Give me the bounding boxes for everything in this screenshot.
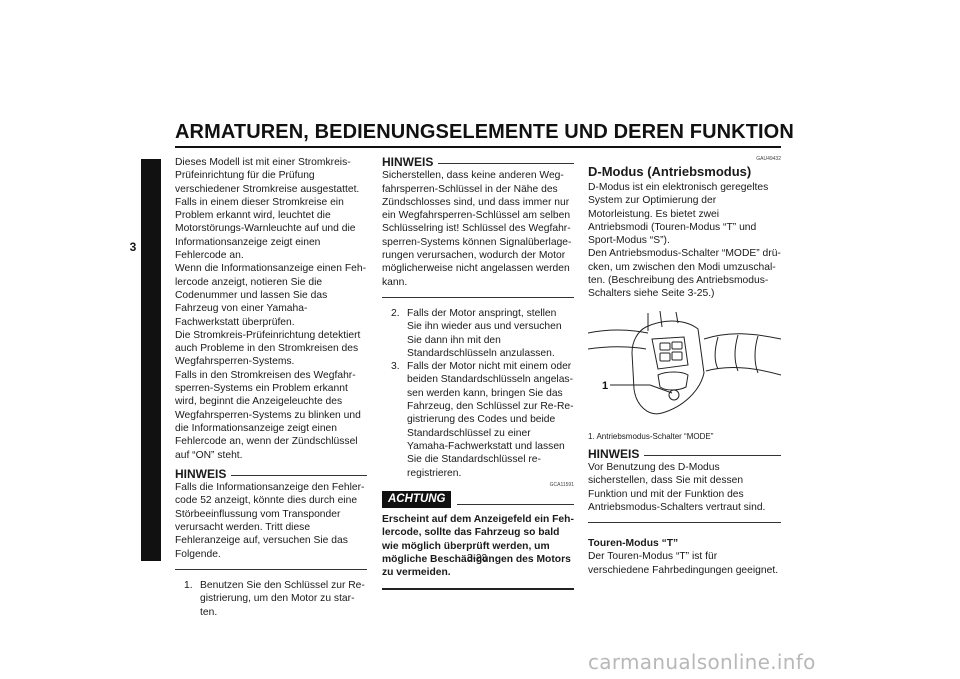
page-header-title: ARMATUREN, BEDIENUNGSELEMENTE UND DEREN … xyxy=(175,121,794,143)
separator xyxy=(588,522,781,524)
paragraph: Falls in den Stromkreisen des Wegfahr­sp… xyxy=(175,369,361,461)
column-3: GAU49432 D-Modus (Antriebsmodus) D-Modus… xyxy=(587,156,782,577)
steps-list: 2. Falls der Motor anspringt, stellen Si… xyxy=(382,307,574,480)
heading-rule xyxy=(457,503,574,505)
section-title: D-Modus (Antriebsmodus) xyxy=(588,164,752,179)
intro-paragraph: Dieses Modell ist mit einer Stromkreis-P… xyxy=(175,157,360,262)
header-rule xyxy=(175,146,781,148)
paragraph: Der Touren-Modus “T” ist für verschieden… xyxy=(588,551,779,576)
paragraph: D-Modus ist ein elektronisch geregeltes … xyxy=(588,182,769,247)
hinweis-heading: HINWEIS xyxy=(382,155,574,169)
paragraph: Den Antriebsmodus-Schalter “MODE” drü­ck… xyxy=(588,248,781,300)
step-number: 1. xyxy=(184,579,193,591)
separator xyxy=(382,296,574,298)
handlebar-switch-illustration: 1 xyxy=(587,310,782,414)
step-number: 2. xyxy=(391,307,400,319)
achtung-heading: ACHTUNG xyxy=(382,490,574,509)
step-text: Benutzen Sie den Schlüssel zur Re­gistri… xyxy=(200,579,365,618)
hinweis-label: HINWEIS xyxy=(588,446,640,461)
achtung-label: ACHTUNG xyxy=(382,490,451,509)
list-item: 3. Falls der Motor nicht mit einem oder … xyxy=(382,360,574,480)
hinweis-label: HINWEIS xyxy=(175,466,227,481)
list-item: 2. Falls der Motor anspringt, stellen Si… xyxy=(382,307,574,360)
chapter-tab xyxy=(141,159,161,561)
subsection-title: Touren-Modus “T” xyxy=(588,538,679,550)
page-number: 3-23 xyxy=(467,553,488,564)
watermark: carmanualsonline.info xyxy=(588,650,816,674)
heading-rule xyxy=(644,454,781,456)
mode-switch-figure: 1 xyxy=(587,309,782,428)
step-text: Falls der Motor nicht mit einem oder bei… xyxy=(407,361,574,479)
heading-rule xyxy=(231,474,367,476)
separator xyxy=(382,587,574,590)
achtung-text: Erscheint auf dem Anzeigefeld ein Feh­le… xyxy=(382,514,574,579)
hinweis-label: HINWEIS xyxy=(382,155,434,169)
hinweis-text: Vor Benutzung des D-Modus sicherstellen,… xyxy=(588,461,766,513)
hinweis-text: Sicherstellen, dass keine anderen Weg­fa… xyxy=(382,170,572,288)
steps-list: 1. Benutzen Sie den Schlüssel zur Re­gis… xyxy=(175,579,367,619)
column-1: Dieses Modell ist mit einer Stromkreis-P… xyxy=(175,156,367,619)
hinweis-heading: HINWEIS xyxy=(588,446,781,461)
hinweis-text: Falls die Informationsanzeige den Fehler… xyxy=(175,482,365,560)
paragraph: Die Stromkreis-Prüfeinrichtung detektier… xyxy=(175,329,361,368)
list-item: 1. Benutzen Sie den Schlüssel zur Re­gis… xyxy=(175,579,367,619)
heading-rule xyxy=(438,163,574,165)
column-2: HINWEIS Sicherstellen, dass keine andere… xyxy=(382,155,574,590)
hinweis-heading: HINWEIS xyxy=(175,466,367,481)
step-text: Falls der Motor anspringt, stellen Sie i… xyxy=(407,307,562,359)
reference-code: GAU49432 xyxy=(756,156,781,162)
separator xyxy=(175,568,367,570)
reference-code: GCA11591 xyxy=(549,481,574,488)
chapter-number: 3 xyxy=(129,240,137,254)
step-number: 3. xyxy=(391,361,400,373)
paragraph: Wenn die Informationsanzeige einen Feh­l… xyxy=(175,263,366,328)
figure-callout: 1 xyxy=(602,380,608,392)
figure-caption: 1. Antriebsmodus-Schalter “MODE” xyxy=(588,431,714,441)
